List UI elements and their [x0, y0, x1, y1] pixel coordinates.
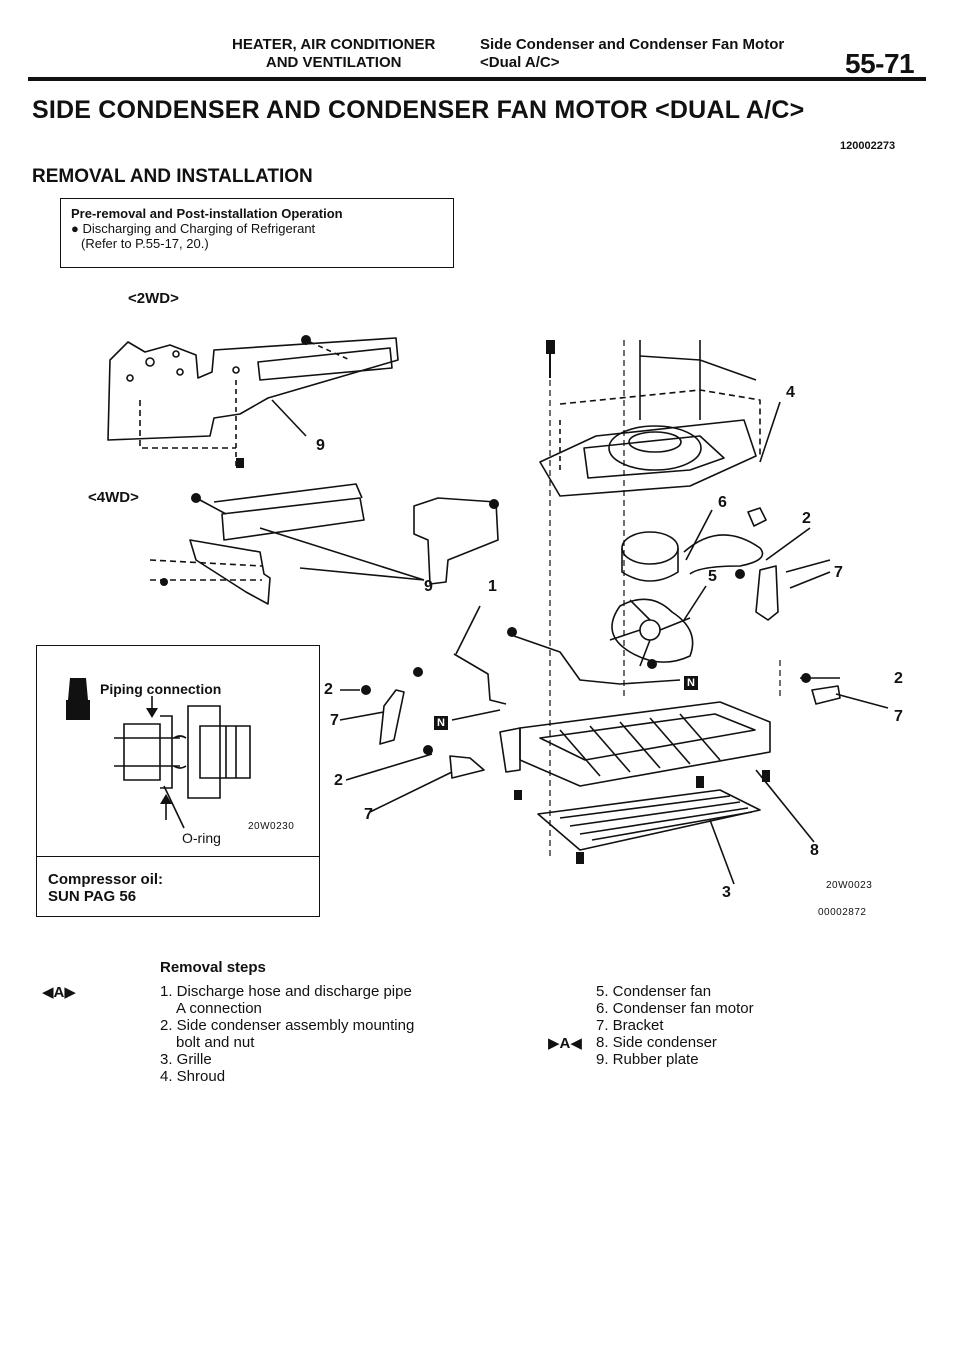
removal-steps-left: 1. Discharge hose and discharge pipe A c… [160, 983, 414, 1085]
step-4: 4. Shroud [160, 1068, 226, 1085]
callout-3: 3 [722, 884, 731, 901]
step-2: 2. Side condenser assembly mounting [160, 1017, 415, 1034]
page-number: 55-71 [845, 48, 915, 79]
page-title: SIDE CONDENSER AND CONDENSER FAN MOTOR <… [32, 96, 805, 124]
operation-bullet-row: ● Discharging and Charging of Refrigeran… [71, 221, 443, 236]
oil-type: SUN PAG 56 [48, 888, 137, 905]
variant-2wd: <2WD> [128, 290, 179, 307]
callout-4: 4 [786, 384, 795, 401]
callout-9-2wd: 9 [316, 437, 325, 454]
callout-7-right: 7 [894, 708, 903, 725]
step-8: 8. Side condenser [596, 1034, 717, 1051]
piping-figure-code: 20W0230 [248, 821, 295, 832]
variant-4wd: <4WD> [88, 489, 139, 506]
step-7: 7. Bracket [596, 1017, 664, 1034]
header-topic-line2: <Dual A/C> [480, 54, 560, 71]
callout-5: 5 [708, 568, 717, 585]
callout-7-lower: 7 [364, 806, 373, 823]
operation-box: Pre-removal and Post-installation Operat… [60, 198, 454, 268]
operation-reference: (Refer to P.55-17, 20.) [81, 236, 209, 251]
header-section-line1: HEATER, AIR CONDITIONER [232, 36, 436, 53]
service-marker-a: ◀A▶ [42, 984, 76, 1001]
step-2-cont: bolt and nut [176, 1034, 255, 1051]
step-9: 9. Rubber plate [596, 1051, 699, 1068]
header-topic-line1: Side Condenser and Condenser Fan Motor [480, 36, 785, 53]
operation-bullet: Discharging and Charging of Refrigerant [82, 221, 316, 236]
section-title: REMOVAL AND INSTALLATION [32, 166, 313, 187]
archive-code: 00002872 [818, 907, 867, 918]
piping-diagram [114, 696, 251, 829]
header-section: HEATER, AIR CONDITIONER AND VENTILATION [232, 36, 435, 72]
step-1: 1. Discharge hose and discharge pipe [160, 983, 412, 1000]
oil-label: Compressor oil: [48, 871, 164, 888]
piping-title: Piping connection [100, 681, 222, 697]
callout-7-upper: 7 [834, 564, 843, 581]
header-rule [28, 77, 926, 81]
step-3: 3. Grille [160, 1051, 212, 1068]
header-topic: Side Condenser and Condenser Fan Motor <… [480, 36, 784, 72]
doc-code: 120002273 [840, 140, 896, 152]
header-section-line2: AND VENTILATION [265, 54, 402, 71]
callout-2-right: 2 [894, 670, 903, 687]
callout-1: 1 [488, 578, 497, 595]
nut-mark-upper: N [684, 676, 698, 690]
removal-steps-right: 5. Condenser fan 6. Condenser fan motor … [596, 983, 754, 1068]
step-5: 5. Condenser fan [596, 983, 712, 1000]
callout-6: 6 [718, 494, 727, 511]
callout-2-upper: 2 [802, 510, 811, 527]
operation-heading: Pre-removal and Post-installation Operat… [71, 206, 343, 221]
callout-9-4wd: 9 [424, 578, 433, 595]
exploded-view-diagram [66, 335, 889, 885]
step-6: 6. Condenser fan motor [596, 1000, 754, 1017]
callout-2-lower: 2 [334, 772, 343, 789]
callout-8: 8 [810, 842, 819, 859]
removal-steps-title: Removal steps [160, 959, 266, 976]
compressor-oil-box: Compressor oil: SUN PAG 56 [36, 856, 320, 917]
figure-code: 20W0023 [826, 880, 873, 891]
step-1-cont: A connection [176, 1000, 262, 1017]
service-marker-b: ▶A◀ [548, 1035, 582, 1052]
oring-label: O-ring [182, 830, 221, 846]
callout-7-left: 7 [330, 712, 339, 729]
callout-2-left: 2 [324, 681, 333, 698]
nut-mark-lower: N [434, 716, 448, 730]
bullet-icon: ● [71, 221, 83, 236]
piping-connection-box [36, 645, 320, 917]
